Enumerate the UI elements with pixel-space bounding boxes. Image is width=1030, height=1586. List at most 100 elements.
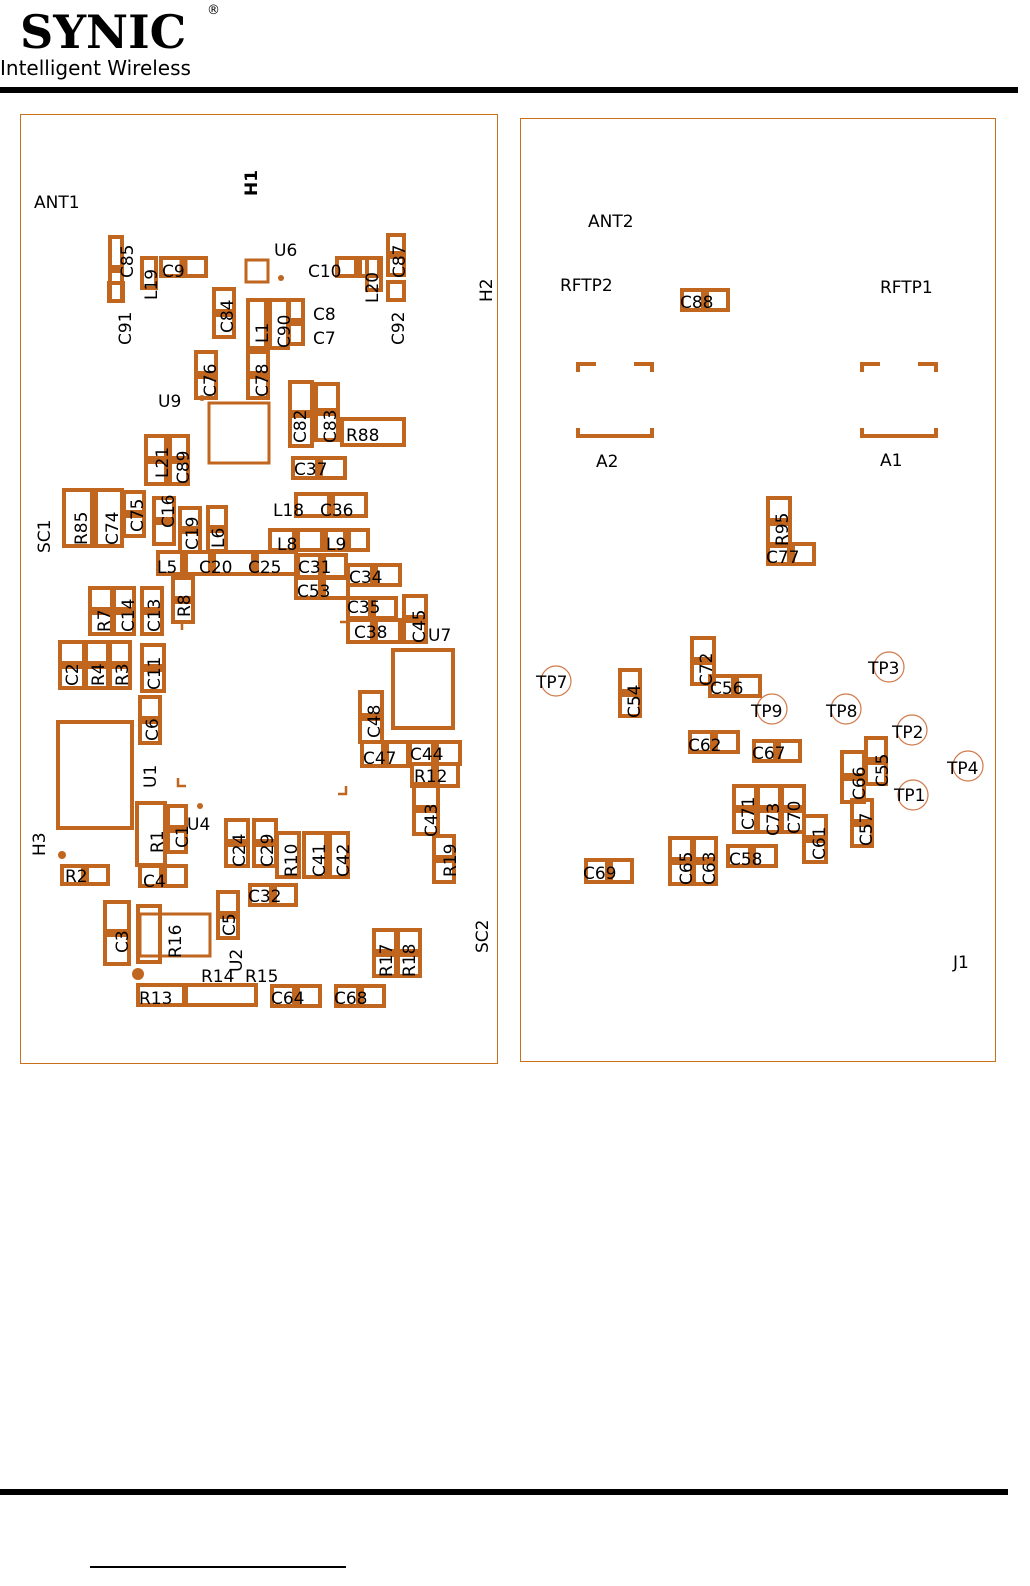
copper-pad [386, 233, 406, 255]
ref-label-c90: C90 [275, 314, 295, 348]
copper-pad [138, 912, 212, 958]
ref-label-c77: C77 [766, 548, 800, 568]
ref-label-c66: C66 [850, 766, 870, 800]
courtyard-corner [338, 786, 348, 796]
copper-pad [84, 640, 110, 665]
copper-pad [752, 844, 778, 868]
ref-label-u4: U4 [187, 815, 210, 835]
courtyard-corner [340, 620, 350, 630]
antenna-footprint [918, 362, 938, 372]
ref-label-u9: U9 [158, 392, 181, 412]
copper-pad [374, 563, 402, 587]
copper-pad [246, 375, 270, 400]
copper-pad [340, 417, 406, 447]
copper-pad [85, 864, 110, 886]
copper-pad [688, 730, 714, 754]
ref-label-r14: R14 [201, 967, 234, 987]
pin1-marker [197, 803, 203, 809]
copper-pad [275, 831, 301, 879]
ref-label-c82: C82 [291, 409, 311, 443]
copper-pad [334, 984, 360, 1008]
ref-label-l8: L8 [277, 535, 297, 555]
ref-label-tp8: TP8 [825, 702, 857, 722]
copper-pad [802, 814, 828, 839]
copper-pad [152, 496, 176, 521]
antenna-footprint [576, 362, 596, 372]
brand-tagline: Intelligent Wireless [0, 56, 191, 80]
ref-label-u1: U1 [141, 765, 161, 788]
ref-label-c56: C56 [710, 679, 744, 699]
copper-pad [386, 255, 406, 277]
test-point-ring [540, 665, 572, 697]
copper-pad [178, 506, 202, 530]
header-rule [0, 87, 1018, 93]
pin1-marker [132, 968, 144, 980]
copper-pad [171, 576, 195, 600]
courtyard-corner [180, 620, 190, 630]
ref-label-c73: C73 [764, 802, 784, 836]
copper-pad [216, 915, 240, 940]
copper-pad [144, 434, 168, 460]
copper-pad [107, 281, 125, 303]
hole-marker [58, 851, 66, 859]
ref-label-r8: R8 [175, 594, 195, 617]
ref-label-c88: C88 [680, 293, 714, 313]
ref-label-c10: C10 [308, 262, 342, 282]
ref-label-c67: C67 [752, 744, 786, 764]
copper-pad [365, 256, 383, 292]
ref-label-c48: C48 [365, 704, 385, 738]
ref-label-c4: C4 [143, 872, 166, 892]
copper-pad [212, 313, 236, 339]
copper-pad [780, 784, 806, 809]
copper-pad [802, 839, 828, 864]
copper-pad [391, 648, 455, 730]
copper-pad [166, 829, 188, 854]
copper-pad [374, 618, 402, 644]
ref-label-r7: R7 [95, 609, 115, 632]
copper-pad [680, 288, 705, 312]
copper-pad [140, 586, 164, 611]
ref-label-l1: L1 [253, 323, 273, 343]
ref-label-r88: R88 [346, 426, 379, 446]
ref-label-a2: A2 [596, 452, 618, 472]
antenna-footprint [860, 362, 880, 372]
ref-label-l6: L6 [209, 528, 229, 548]
ref-label-c35: C35 [347, 598, 381, 618]
copper-pad [314, 382, 340, 412]
ref-label-c53: C53 [297, 582, 331, 602]
copper-pad [346, 563, 374, 587]
ref-label-l5: L5 [157, 558, 177, 578]
ref-label-h2: H2 [477, 278, 497, 302]
ref-label-c47: C47 [363, 749, 397, 769]
ref-label-c31: C31 [298, 558, 332, 578]
ref-label-rftp1: RFTP1 [880, 278, 933, 298]
copper-pad [122, 514, 146, 538]
ref-label-r18: R18 [400, 944, 420, 977]
copper-pad [864, 761, 888, 786]
ref-label-u6: U6 [274, 241, 297, 261]
copper-pad [140, 611, 164, 636]
copper-pad [584, 858, 609, 884]
ref-label-c11: C11 [145, 656, 165, 690]
ref-label-c62: C62 [688, 736, 722, 756]
copper-pad [156, 550, 184, 576]
ref-label-l9: L9 [326, 535, 346, 555]
ref-label-c5: C5 [220, 913, 240, 936]
ref-label-tp7: TP7 [535, 673, 567, 693]
ref-label-c45: C45 [410, 609, 430, 643]
ref-label-ant2: ANT2 [588, 212, 634, 232]
copper-pad [690, 636, 716, 661]
copper-pad [138, 864, 163, 888]
copper-pad [692, 836, 718, 861]
ref-label-r17: R17 [377, 944, 397, 977]
ref-label-sc2: SC2 [473, 920, 493, 953]
antenna-footprint [634, 362, 654, 372]
copper-pad [302, 831, 328, 879]
ref-label-c91: C91 [116, 311, 136, 345]
ref-label-c74: C74 [103, 511, 123, 545]
copper-pad [735, 674, 762, 698]
copper-pad [752, 739, 777, 763]
ref-label-c24: C24 [230, 833, 250, 867]
ref-label-r12: R12 [414, 767, 447, 787]
copper-pad [714, 730, 740, 754]
